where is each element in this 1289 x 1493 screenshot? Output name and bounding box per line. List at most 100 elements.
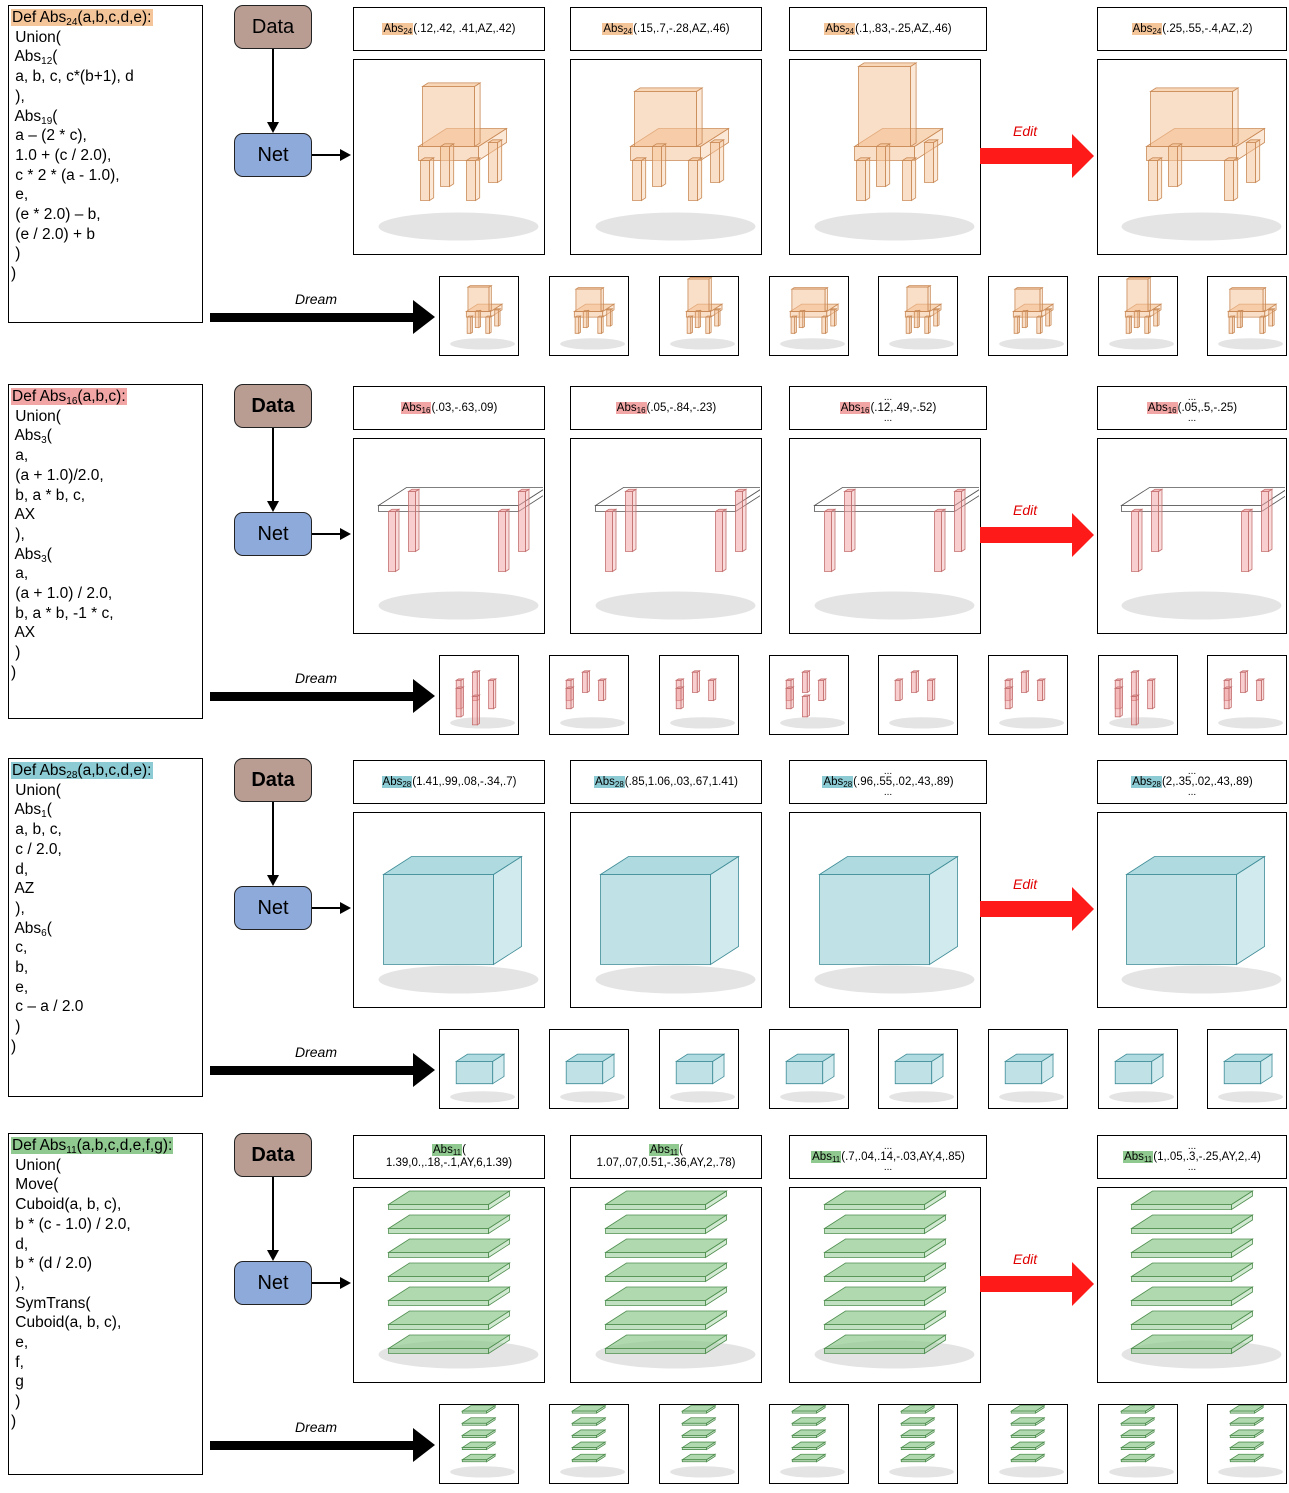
table-leg (1255, 678, 1266, 702)
dream-sample-thumbnail (1207, 1029, 1287, 1109)
net-output-arrowhead (340, 1277, 351, 1289)
code-text: Abs (11, 545, 42, 563)
param-sub: 16 (421, 405, 431, 415)
ellipsis: ... (1187, 1161, 1197, 1173)
data-to-net-line (272, 428, 274, 504)
dream-sample-thumbnail (659, 1404, 739, 1484)
shelf-board (604, 1238, 728, 1259)
param-name: Abs (401, 401, 422, 414)
table-leg (1113, 686, 1124, 718)
param-sub: 16 (860, 405, 870, 415)
dream-label: Dream (295, 1044, 338, 1060)
param-sub: 11 (669, 1148, 679, 1157)
dream-arrow-head (413, 679, 435, 713)
thumbnail-canvas (1109, 277, 1174, 350)
shelf-board (604, 1334, 728, 1355)
chair-leg (1035, 315, 1044, 335)
code-line: c, (11, 938, 202, 958)
code-line: ) (11, 1037, 202, 1057)
param-name: Abs (595, 775, 615, 788)
thumbnail-canvas (999, 286, 1064, 350)
render-canvas (814, 855, 975, 994)
shelf-board (823, 1262, 947, 1283)
code-line: b, (11, 958, 202, 978)
ground-shadow (1109, 1091, 1174, 1103)
code-text: d, (11, 1235, 29, 1253)
ground-shadow (999, 1466, 1064, 1478)
shelf-board (1130, 1214, 1254, 1235)
thumbnail-canvas (560, 670, 625, 729)
param-label: Abs28(.85,1.06,.03,.67,1.41) (570, 760, 762, 804)
param-args: 1.07,.07,0.51,-.36,AY,2,.78) (596, 1157, 736, 1169)
code-text: Abs (11, 48, 42, 66)
table-top (1120, 487, 1285, 513)
code-line: Cuboid(a, b, c), (11, 1313, 202, 1333)
chair-leg (1147, 157, 1164, 202)
code-text: b, a * b, c, (11, 486, 86, 504)
param-label: ...Abs16(.05,.5,-.25)... (1097, 386, 1287, 430)
shape-render (353, 438, 545, 634)
shelf-board (1119, 1441, 1156, 1451)
dream-sample-thumbnail (988, 655, 1068, 735)
param-text: Abs28(.85,1.06,.03,.67,1.41) (594, 775, 738, 789)
dream-sample-thumbnail (1207, 276, 1287, 356)
dream-arrow-head (413, 1053, 435, 1087)
def-suffix: (a,b,c,d,e): (77, 9, 152, 26)
code-line: (e * 2.0) – b, (11, 205, 202, 225)
chair-leg (797, 309, 806, 329)
table-leg (487, 678, 498, 710)
shape-render (353, 59, 545, 255)
code-line: Abs3( (11, 545, 202, 565)
code-line: ) (11, 264, 202, 284)
shape-render (789, 1187, 981, 1383)
code-def-highlight: Def Abs11(a,b,c,d,e,f,g): (11, 1137, 174, 1156)
param-name: Abs (383, 22, 404, 35)
shelf-board (570, 1441, 607, 1451)
table-leg (1240, 508, 1254, 573)
param-name: Abs (433, 1144, 453, 1156)
net-output-arrowhead (340, 528, 351, 540)
thumbnail-canvas (999, 670, 1064, 729)
chair-leg (932, 307, 941, 327)
param-highlight: Abs24 (602, 22, 634, 35)
shelf-board (790, 1453, 827, 1463)
code-line: Abs19( (11, 107, 202, 127)
param-name: Abs (823, 775, 844, 788)
code-line: 1.0 + (c / 2.0), (11, 146, 202, 166)
param-name: Abs (1124, 1150, 1144, 1163)
table-leg (604, 508, 618, 573)
code-text: ) (11, 265, 17, 283)
code-paren: ( (52, 107, 58, 125)
net-output-line (312, 907, 342, 909)
cabinet-body (564, 1053, 616, 1085)
chair-back (466, 284, 493, 313)
chair-leg (704, 315, 713, 335)
param-name: Abs (825, 22, 846, 35)
shelf-board (1009, 1405, 1046, 1414)
shelf-board (1119, 1453, 1156, 1463)
dream-sample-thumbnail (439, 276, 519, 356)
param-text: Abs16(.12,.49,-.52) (839, 401, 936, 415)
shelf-board (604, 1190, 728, 1211)
chair-leg (687, 157, 704, 202)
net-output-line (312, 154, 342, 156)
param-head: Abs11( (649, 1144, 683, 1157)
ground-shadow (595, 591, 756, 620)
code-line: c / 2.0, (11, 840, 202, 860)
chair-leg (631, 157, 648, 202)
shelf-board (1130, 1238, 1254, 1259)
code-line: c * 2 * (a - 1.0), (11, 166, 202, 186)
render-canvas (814, 62, 975, 241)
edit-arrow-shaft (980, 148, 1076, 164)
shelf-board (1228, 1417, 1265, 1426)
data-node: Data (234, 384, 312, 428)
code-text: AX (11, 506, 36, 524)
chair-leg (419, 157, 436, 202)
code-text: g (11, 1373, 24, 1391)
param-args: 1.39,0.,.18,-.1,AY,6,1.39) (385, 1157, 513, 1169)
code-line: ), (11, 87, 202, 107)
param-label: ...Abs11(.7,.04,.14,-.03,AY,4,.85)... (789, 1135, 987, 1179)
table-leg (933, 508, 947, 573)
shape-render (570, 59, 762, 255)
shelf-board (790, 1417, 827, 1426)
